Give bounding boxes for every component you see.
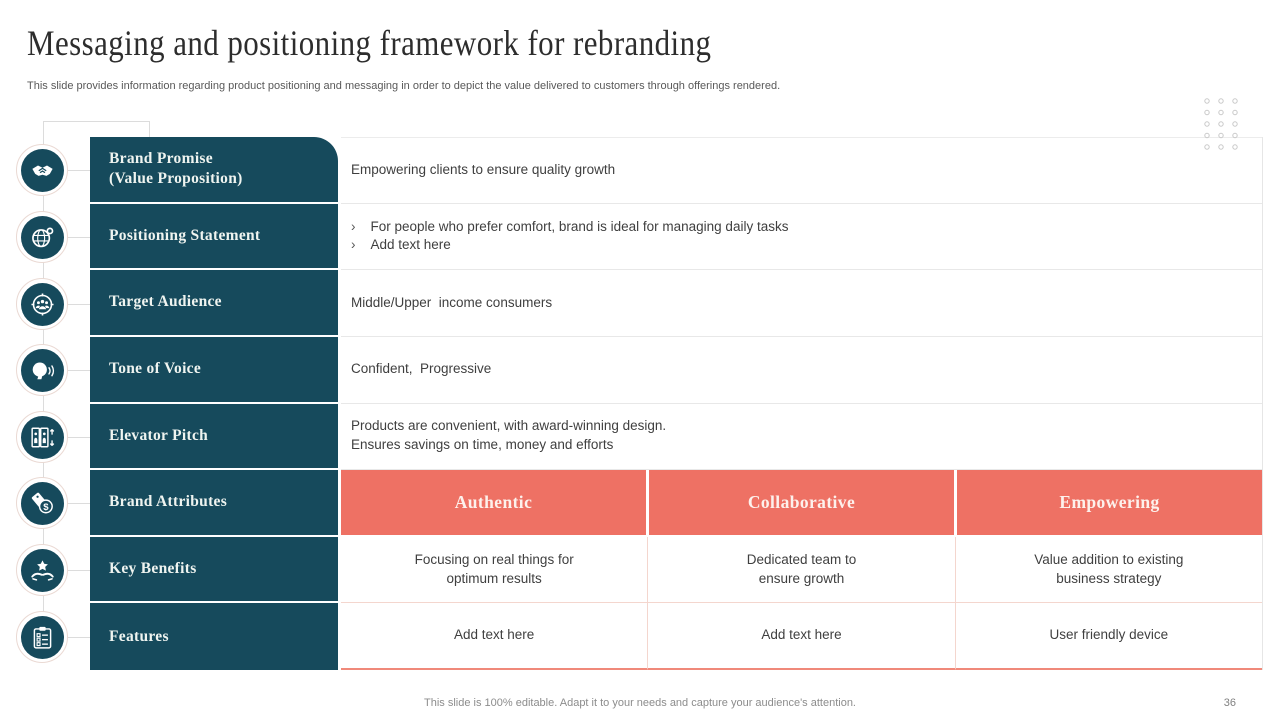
row-content: › For people who prefer comfort, brand i… <box>341 204 1262 271</box>
hands-holding-star-icon <box>20 548 64 592</box>
benefit-cells: Focusing on real things for optimum resu… <box>341 536 1262 604</box>
feature-cells: Add text here Add text here User friendl… <box>341 603 1262 670</box>
svg-text:$: $ <box>43 501 49 512</box>
row-connector-line <box>55 637 91 638</box>
icon-badge-tone-of-voice <box>16 344 68 396</box>
row-label: Features <box>90 603 338 670</box>
elevator-icon <box>20 415 64 459</box>
attribute-header-row: Authentic Collaborative Empowering <box>341 470 1262 537</box>
row-content: Confident, Progressive <box>341 337 1262 404</box>
globe-search-icon <box>20 215 64 259</box>
bullet-text: For people who prefer comfort, brand is … <box>370 218 789 234</box>
bullet-marker: › <box>351 218 356 234</box>
icon-badge-features <box>16 611 68 663</box>
row-content: Empowering clients to ensure quality gro… <box>341 137 1262 204</box>
row-content: Products are convenient, with award-winn… <box>341 404 1262 471</box>
checklist-clipboard-icon <box>20 615 64 659</box>
row-label: Positioning Statement <box>90 203 338 271</box>
row-label: Key Benefits <box>90 536 338 604</box>
row-positioning-statement: Positioning Statement › For people who p… <box>90 203 1262 271</box>
price-tag-dollar-icon: $ <box>20 481 64 525</box>
row-brand-attributes: Brand Attributes Authentic Collaborative… <box>90 470 1262 537</box>
row-label: Tone of Voice <box>90 336 338 404</box>
page-title: Messaging and positioning framework for … <box>27 23 712 63</box>
row-brand-promise: Brand Promise (Value Proposition) Empowe… <box>90 137 1262 204</box>
icon-badge-brand-promise <box>16 144 68 196</box>
row-connector-line <box>55 570 91 571</box>
table-cell: User friendly device <box>955 603 1262 670</box>
corner-dots-decoration <box>1202 95 1242 162</box>
row-label: Brand Attributes <box>90 470 338 537</box>
row-connector-line <box>55 237 91 238</box>
footer-note: This slide is 100% editable. Adapt it to… <box>424 697 856 709</box>
row-label: Target Audience <box>90 270 338 337</box>
page-number: 36 <box>1223 697 1236 709</box>
framework-table: Brand Promise (Value Proposition) Empowe… <box>90 137 1263 670</box>
icon-badge-elevator-pitch <box>16 411 68 463</box>
attribute-header: Authentic <box>341 470 646 535</box>
bullet-marker: › <box>351 237 356 253</box>
audience-target-icon <box>20 282 64 326</box>
attribute-header: Empowering <box>957 470 1262 535</box>
row-elevator-pitch: Elevator Pitch Products are convenient, … <box>90 403 1262 471</box>
bullet-list: › For people who prefer comfort, brand i… <box>351 218 788 256</box>
table-cell: Add text here <box>648 603 956 670</box>
icon-badge-key-benefits <box>16 544 68 596</box>
attribute-header: Collaborative <box>649 470 954 535</box>
icon-badge-target-audience <box>16 278 68 330</box>
icon-badge-positioning <box>16 211 68 263</box>
row-label: Brand Promise (Value Proposition) <box>90 137 338 204</box>
row-features: Features Add text here Add text here Use… <box>90 603 1262 670</box>
row-target-audience: Target Audience Middle/Upper income cons… <box>90 270 1262 337</box>
icon-badge-brand-attributes: $ <box>16 477 68 529</box>
table-cell: Add text here <box>341 603 649 670</box>
row-key-benefits: Key Benefits Focusing on real things for… <box>90 536 1262 604</box>
row-content: Middle/Upper income consumers <box>341 270 1262 337</box>
row-tone-of-voice: Tone of Voice Confident, Progressive <box>90 336 1262 404</box>
row-connector-line <box>55 370 91 371</box>
table-cell: Value addition to existing business stra… <box>955 537 1262 604</box>
bullet-text: Add text here <box>370 237 451 253</box>
row-label: Elevator Pitch <box>90 403 338 471</box>
row-connector-line <box>55 503 91 504</box>
bullet-item: › Add text here <box>351 236 788 255</box>
handshake-icon <box>20 148 64 192</box>
table-cell: Focusing on real things for optimum resu… <box>341 536 649 604</box>
row-connector-line <box>55 170 91 171</box>
speaking-head-icon <box>20 348 64 392</box>
row-connector-line <box>55 304 91 305</box>
row-connector-line <box>55 437 91 438</box>
bullet-item: › For people who prefer comfort, brand i… <box>351 218 788 237</box>
slide-subtitle: This slide provides information regardin… <box>27 80 781 92</box>
table-cell: Dedicated team to ensure growth <box>648 536 956 604</box>
